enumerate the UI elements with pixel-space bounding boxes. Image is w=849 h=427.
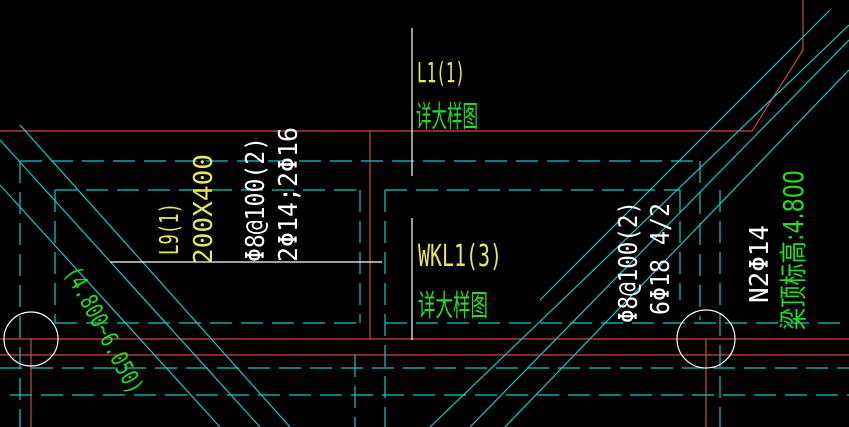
leader-lines — [110, 28, 413, 340]
left-diagonal-outer-bottom — [0, 184, 221, 427]
right-diagonal-3 — [504, 69, 849, 427]
l9-name-label: L9(1) — [155, 203, 185, 255]
wkl1-note-label: 详大样图 — [418, 289, 488, 324]
right-diagonal-4 — [539, 9, 831, 301]
right-diagonal-2 — [469, 39, 849, 427]
l9-stirrup-label: Φ8@100(2) — [241, 137, 271, 262]
column-circle-right — [676, 309, 736, 369]
diag-stirrup-label: Φ8@100(2) — [614, 201, 644, 323]
top-right-diagonal-edge — [751, 49, 804, 132]
right-diagonal-1 — [429, 24, 849, 427]
wkl1-name-label: WKL1(3) — [418, 239, 502, 274]
n2-bars-label: N2Φ14 — [745, 225, 775, 303]
diag-bars-label: 6Φ18 4/2 — [646, 203, 676, 315]
l9-section-label: 200X400 — [189, 154, 219, 264]
diagonal-beams — [0, 9, 849, 427]
column-circle-left — [3, 311, 59, 367]
left-diagonal-outer-top — [0, 139, 261, 427]
l1-note-label: 详大样图 — [416, 100, 478, 135]
beam-top-elevation-label: 梁顶标高:4.800 — [777, 170, 810, 330]
l1-name-label: L1(1) — [417, 56, 465, 89]
hidden-beam-lines — [0, 160, 849, 427]
l9-bars-label: 2Φ14;2Φ16 — [274, 127, 304, 262]
left-diagonal-inner — [19, 124, 291, 427]
